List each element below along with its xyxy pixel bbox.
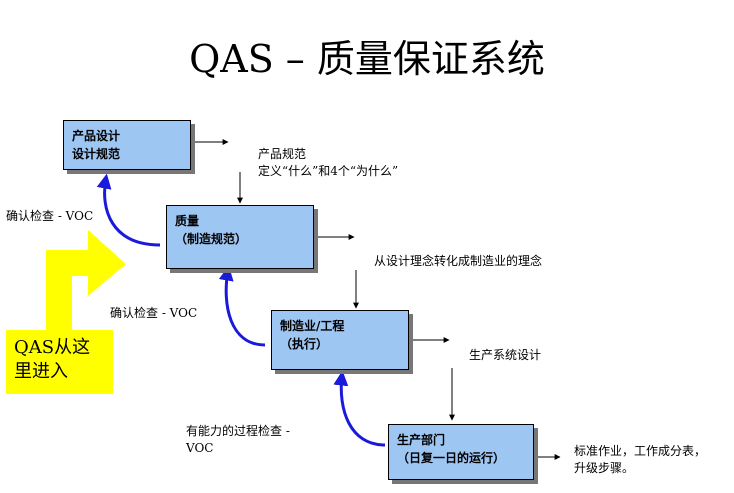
entry-arrow-icon <box>46 230 126 335</box>
label-capable-process: 有能力的过程检查 - VOC <box>186 423 290 457</box>
label-confirm-check-2: 确认检查 - VOC <box>110 306 198 320</box>
label-design-to-mfg: 从设计理念转化成制造业的理念 <box>374 254 543 268</box>
label-standard-work-line1: 标准作业，工作成分表， <box>574 444 707 458</box>
box-manufacturing: 制造业/工程 （执行） <box>271 310 409 370</box>
page-title: QAS – 质量保证系统 <box>189 37 545 81</box>
box-production-line1: 生产部门 <box>397 433 446 447</box>
label-confirm-check-1: 确认检查 - VOC <box>6 209 94 223</box>
feedback-arrow-1 <box>96 173 161 247</box>
box-production-line2: （日复一日的运行） <box>397 451 506 465</box>
box-product-design-line2: 设计规范 <box>72 147 121 161</box>
label-product-spec-line2: 定义“什么”和4个“为什么” <box>258 164 399 178</box>
label-product-spec-line1: 产品规范 <box>258 147 307 161</box>
box-product-design-line1: 产品设计 <box>72 129 121 143</box>
box-quality-line1: 质量 <box>175 214 200 228</box>
label-product-spec: 产品规范 定义“什么”和4个“为什么” <box>258 146 398 180</box>
feedback-arrow-2 <box>218 265 266 347</box>
label-production-system: 生产系统设计 <box>469 348 542 362</box>
label-capable-process-line2: VOC <box>186 441 214 455</box>
entry-line2: 里进入 <box>14 361 68 382</box>
box-product-design: 产品设计 设计规范 <box>63 120 191 170</box>
label-capable-process-line1: 有能力的过程检查 - <box>186 424 290 438</box>
box-manufacturing-line2: （执行） <box>280 337 329 351</box>
entry-line1: QAS从这 <box>14 337 91 358</box>
box-manufacturing-line1: 制造业/工程 <box>280 319 345 333</box>
box-quality: 质量 （制造规范） <box>166 205 314 269</box>
feedback-arrow-3 <box>333 370 386 447</box>
label-standard-work-line2: 升级步骤。 <box>574 461 635 475</box>
box-production: 生产部门 （日复一日的运行） <box>388 424 534 480</box>
label-standard-work: 标准作业，工作成分表， 升级步骤。 <box>574 443 706 477</box>
qas-entry-callout: QAS从这 里进入 <box>6 330 113 394</box>
box-quality-line2: （制造规范） <box>175 232 248 246</box>
